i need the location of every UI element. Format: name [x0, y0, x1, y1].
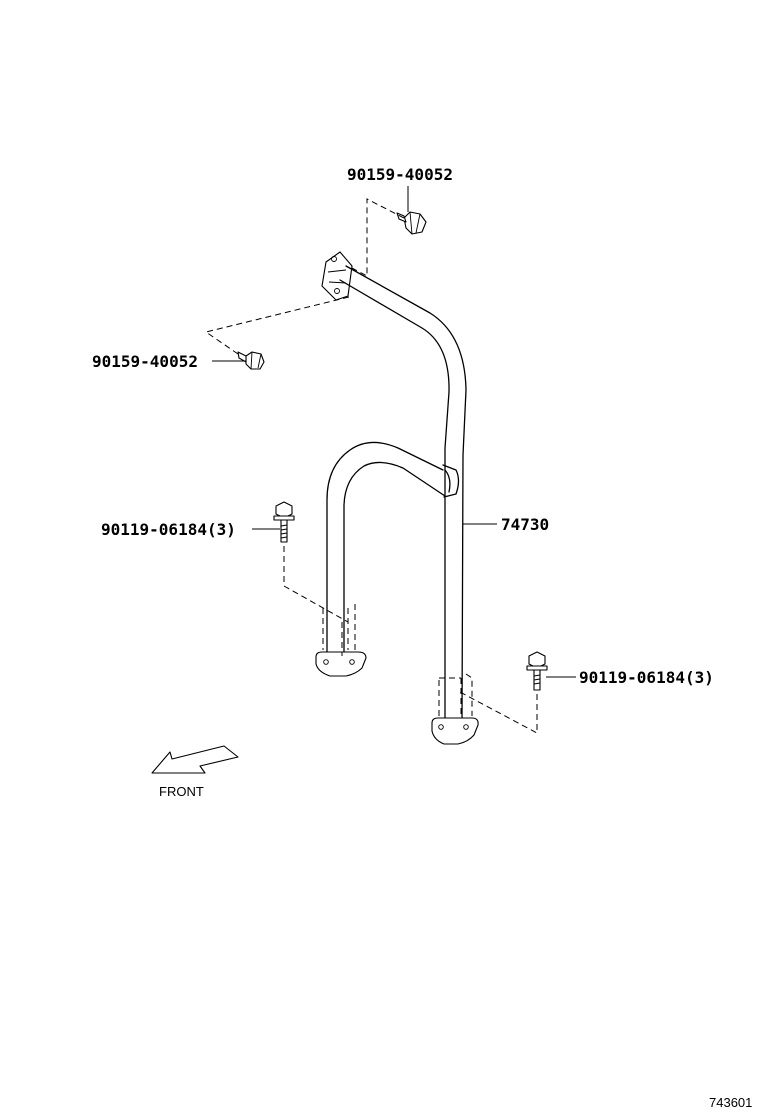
left-foot-hole-1 [323, 659, 329, 665]
left-foot-flange [315, 651, 367, 677]
right-foot-hole-2 [463, 724, 469, 730]
front-arrow-icon [151, 745, 239, 774]
upper-flange-plate [321, 251, 353, 301]
right-foot-flange [431, 717, 479, 745]
right-foot-hole-1 [438, 724, 444, 730]
brace-tube [315, 251, 479, 745]
left-foot-hole-2 [349, 659, 355, 665]
upper-flange-hole-bottom [334, 288, 340, 294]
front-label: FRONT [159, 784, 204, 799]
callout-bolt-left: 90119-06184(3) [101, 520, 236, 539]
callout-nut-left: 90159-40052 [92, 352, 198, 371]
illustration-number: 743601 [709, 1095, 752, 1110]
callout-bolt-right: 90119-06184(3) [579, 668, 714, 687]
bolt-left [273, 501, 295, 543]
nut-left [237, 351, 265, 370]
upper-flange-hole-top [331, 256, 337, 262]
bolt-right [526, 651, 548, 691]
callout-nut-top: 90159-40052 [347, 165, 453, 184]
callout-brace: 74730 [501, 515, 549, 534]
nut-top [396, 211, 427, 235]
